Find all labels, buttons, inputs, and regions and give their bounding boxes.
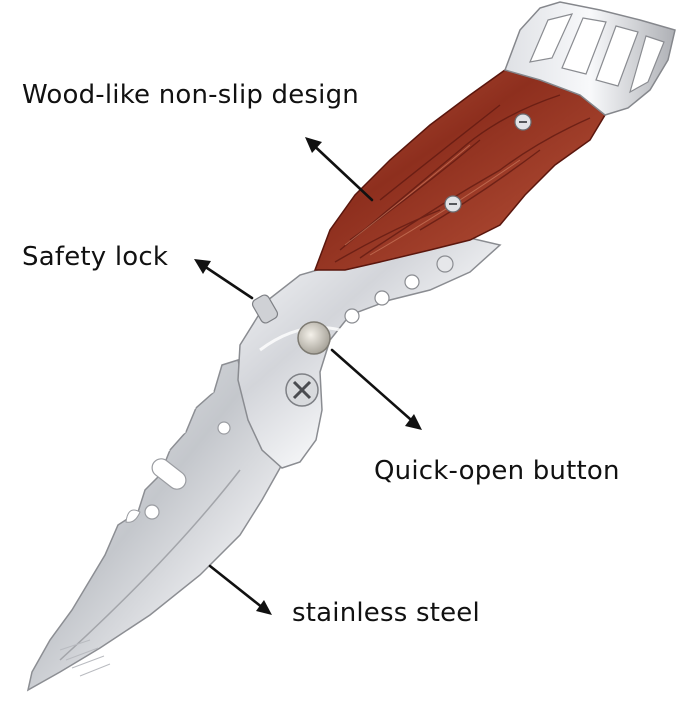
blade-edge-line	[59, 469, 241, 661]
pommel-slot	[595, 25, 639, 87]
blade-slot	[151, 458, 187, 490]
blade-hole	[217, 421, 231, 435]
arrow-heads	[194, 137, 422, 615]
frame-hole	[404, 274, 420, 290]
arrowhead-safety	[194, 259, 211, 274]
bolster	[237, 237, 502, 469]
frame-hole	[344, 308, 360, 324]
blade-hole	[144, 504, 160, 520]
frame-hole	[374, 290, 390, 306]
blade-satin-lines	[59, 639, 111, 677]
blade	[26, 359, 293, 692]
safety-lock	[251, 294, 279, 324]
blade-hook	[125, 509, 141, 523]
label-quick-open: Quick-open button	[374, 456, 620, 486]
arrow-quick	[330, 348, 420, 428]
pommel-slot	[561, 17, 607, 75]
label-stainless-steel: stainless steel	[292, 598, 480, 628]
label-wood-design: Wood-like non-slip design	[22, 80, 359, 110]
wood-grain	[334, 94, 591, 263]
frame-screw	[436, 255, 454, 273]
arrow-steel	[208, 564, 270, 614]
arrow-wood	[306, 138, 374, 202]
arrowhead-wood	[305, 137, 322, 153]
quick-open-button	[297, 321, 331, 355]
arrowhead-steel	[256, 600, 272, 615]
pommel-slot	[529, 13, 574, 63]
blade-serrations	[158, 384, 214, 462]
callout-arrows	[196, 138, 420, 614]
pivot-screw-cross	[292, 380, 312, 400]
pommel-slot	[629, 35, 665, 94]
arrow-safety	[196, 260, 254, 300]
label-safety-lock: Safety lock	[22, 242, 169, 272]
arrowhead-quick	[405, 414, 422, 430]
